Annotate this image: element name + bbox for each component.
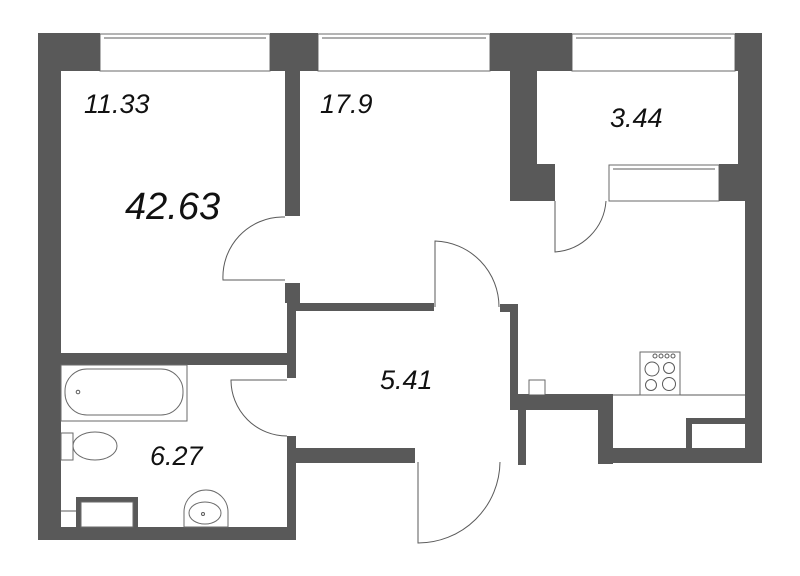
door-bedroom bbox=[222, 216, 285, 281]
fixtures bbox=[60, 351, 745, 528]
area-hallway: 5.41 bbox=[380, 365, 433, 395]
area-bathroom: 6.27 bbox=[150, 441, 203, 471]
area-balcony: 3.44 bbox=[610, 103, 663, 133]
fridge bbox=[528, 379, 546, 396]
area-bedroom: 11.33 bbox=[84, 89, 150, 119]
door-balcony bbox=[554, 200, 607, 253]
window-bedroom bbox=[99, 33, 271, 72]
window-balcony bbox=[571, 33, 736, 72]
door-bathroom bbox=[230, 379, 288, 437]
window-living-room bbox=[317, 33, 491, 72]
washing-machine bbox=[80, 501, 134, 528]
windows bbox=[99, 33, 736, 202]
doors bbox=[222, 200, 607, 544]
total-area: 42.63 bbox=[125, 186, 221, 228]
area-living-room: 17.9 bbox=[320, 89, 373, 119]
toilet bbox=[72, 431, 118, 461]
door-entrance bbox=[417, 461, 501, 544]
door-living-room bbox=[434, 240, 500, 308]
walls bbox=[38, 33, 762, 540]
window-balcony-inner bbox=[608, 164, 720, 202]
